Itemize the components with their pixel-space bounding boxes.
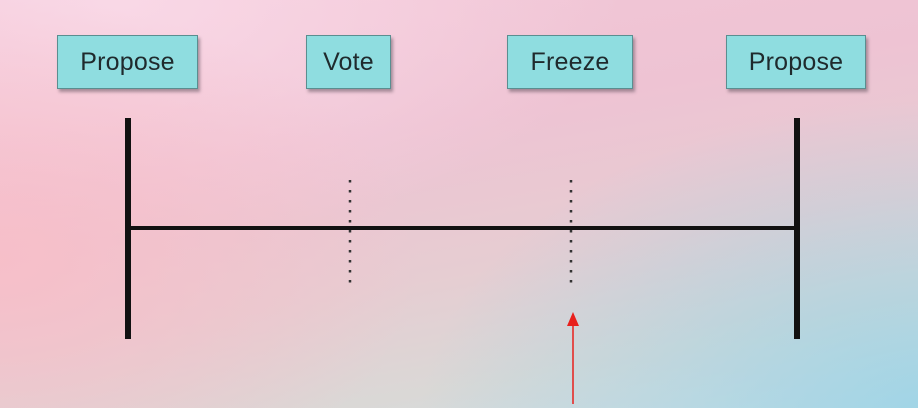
propose-end-label: Propose bbox=[726, 35, 866, 89]
vote-label: Vote bbox=[306, 35, 391, 89]
freeze-label: Freeze bbox=[507, 35, 633, 89]
propose-start-label: Propose bbox=[57, 35, 198, 89]
current-position-arrow-icon bbox=[567, 312, 579, 326]
